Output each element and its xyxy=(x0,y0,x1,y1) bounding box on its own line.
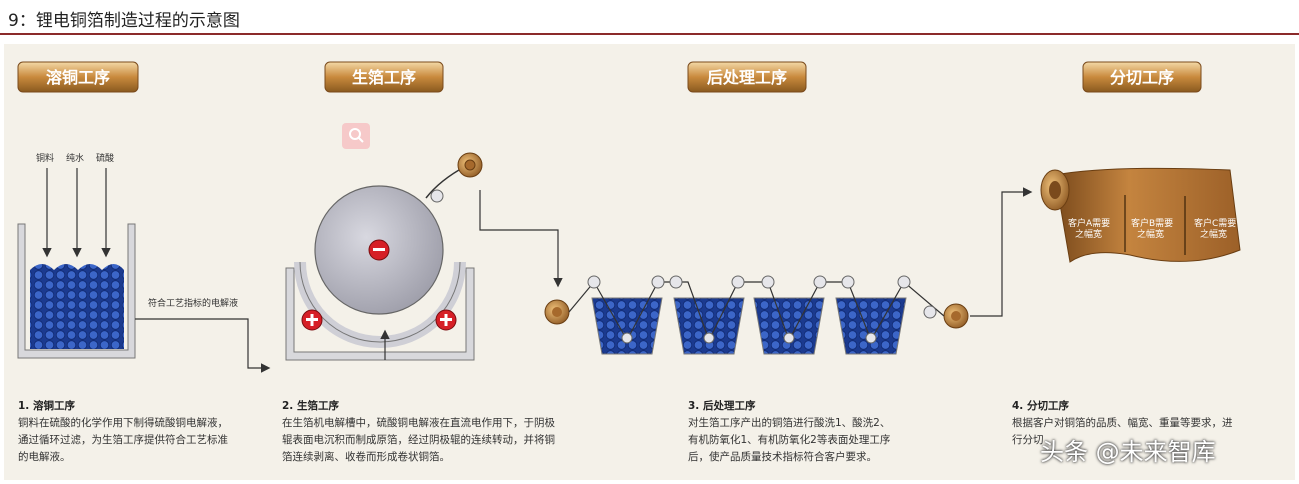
stage-desc-line: 对生箔工序产出的铜箔进行酸洗1、酸洗2、 xyxy=(688,417,891,429)
input-labels: 铜料 纯水 硫酸 xyxy=(36,152,114,164)
stage-desc-line: 在生箔机电解槽中，硫酸铜电解液在直流电作用下，于阴极 xyxy=(282,417,555,429)
foil-to-slitting-arrow xyxy=(970,187,1033,317)
stage-title-1: 溶铜工序 xyxy=(46,68,110,87)
diagram-panel xyxy=(4,44,1295,480)
stage-desc-line: 有机防氧化1、有机防氧化2等表面处理工序 xyxy=(688,434,891,446)
input-label-2: 纯水 xyxy=(66,152,84,164)
stage-title-3: 后处理工序 xyxy=(707,68,787,87)
slit-label-a-1: 客户A需要 xyxy=(1068,217,1110,229)
stage-desc-4: 4. 分切工序 根据客户对铜箔的品质、幅宽、重量等要求，进 行分切 xyxy=(1012,398,1287,449)
stage-title-button-3: 后处理工序 xyxy=(687,61,807,93)
electrolyte-flow-arrow xyxy=(135,318,271,373)
stage-title-button-1: 溶铜工序 xyxy=(17,61,139,93)
input-label-3: 硫酸 xyxy=(96,152,114,164)
stage-title-button-4: 分切工序 xyxy=(1082,61,1202,93)
anti-oxidation-tank-2 xyxy=(835,297,907,355)
foil-to-treatment-arrow xyxy=(479,190,563,288)
slit-label-c-2: 之幅宽 xyxy=(1200,228,1227,240)
acid-wash-tank-2 xyxy=(673,297,745,355)
stage-desc-title-1: 1. 溶铜工序 xyxy=(18,400,75,412)
slit-label-b-2: 之幅宽 xyxy=(1137,228,1164,240)
stage-desc-title-3: 3. 后处理工序 xyxy=(688,400,756,412)
stage-desc-1: 1. 溶铜工序 铜料在硫酸的化学作用下制得硫酸铜电解液， 通过循环过滤，为生箔工… xyxy=(18,398,268,466)
slit-label-c-1: 客户C需要 xyxy=(1194,217,1236,229)
stage-desc-line: 箔连续剥离、收卷而形成卷状铜箔。 xyxy=(282,451,450,463)
input-label-1: 铜料 xyxy=(36,152,54,164)
figure-title: 9：锂电铜箔制造过程的示意图 xyxy=(8,11,240,31)
stage-desc-line: 通过循环过滤，为生箔工序提供符合工艺标准 xyxy=(18,434,228,446)
electrolytic-cell xyxy=(285,152,483,361)
treatment-line xyxy=(544,275,969,355)
stage-title-button-2: 生箔工序 xyxy=(324,61,444,93)
stage-desc-title-4: 4. 分切工序 xyxy=(1012,400,1069,412)
figure-header: 9：锂电铜箔制造过程的示意图 xyxy=(0,0,1299,35)
stage-desc-2: 2. 生箔工序 在生箔机电解槽中，硫酸铜电解液在直流电作用下，于阴极 辊表面电沉… xyxy=(282,398,612,466)
stage-title-4: 分切工序 xyxy=(1110,68,1174,87)
stage-desc-line: 后，使产品质量技术指标符合客户要求。 xyxy=(688,451,877,463)
acid-wash-tank-1 xyxy=(591,297,663,355)
dissolve-tank xyxy=(17,223,136,359)
stage-desc-line: 行分切 xyxy=(1012,434,1044,446)
slitting-foil xyxy=(1040,167,1241,263)
stage-desc-line: 辊表面电沉积而制成原箔，经过阴极辊的连续转动，并将铜 xyxy=(282,434,555,446)
stage-desc-line: 根据客户对铜箔的品质、幅宽、重量等要求，进 xyxy=(1012,417,1233,429)
electrolyte-label: 符合工艺指标的电解液 xyxy=(148,297,238,309)
slit-label-b-1: 客户B需要 xyxy=(1131,217,1173,229)
watermark: 头条 @未来智库 xyxy=(1040,438,1216,466)
anti-oxidation-tank-1 xyxy=(753,297,825,355)
stage-desc-line: 铜料在硫酸的化学作用下制得硫酸铜电解液， xyxy=(18,417,228,429)
stage-title-2: 生箔工序 xyxy=(352,68,416,87)
slit-label-a-2: 之幅宽 xyxy=(1075,228,1102,240)
stage-desc-title-2: 2. 生箔工序 xyxy=(282,400,339,412)
title-rule xyxy=(0,33,1299,35)
stage-desc-3: 3. 后处理工序 对生箔工序产出的铜箔进行酸洗1、酸洗2、 有机防氧化1、有机防… xyxy=(688,398,948,466)
stage-desc-line: 的电解液。 xyxy=(18,451,71,463)
foil-path xyxy=(568,280,945,342)
search-icon[interactable] xyxy=(342,123,370,149)
